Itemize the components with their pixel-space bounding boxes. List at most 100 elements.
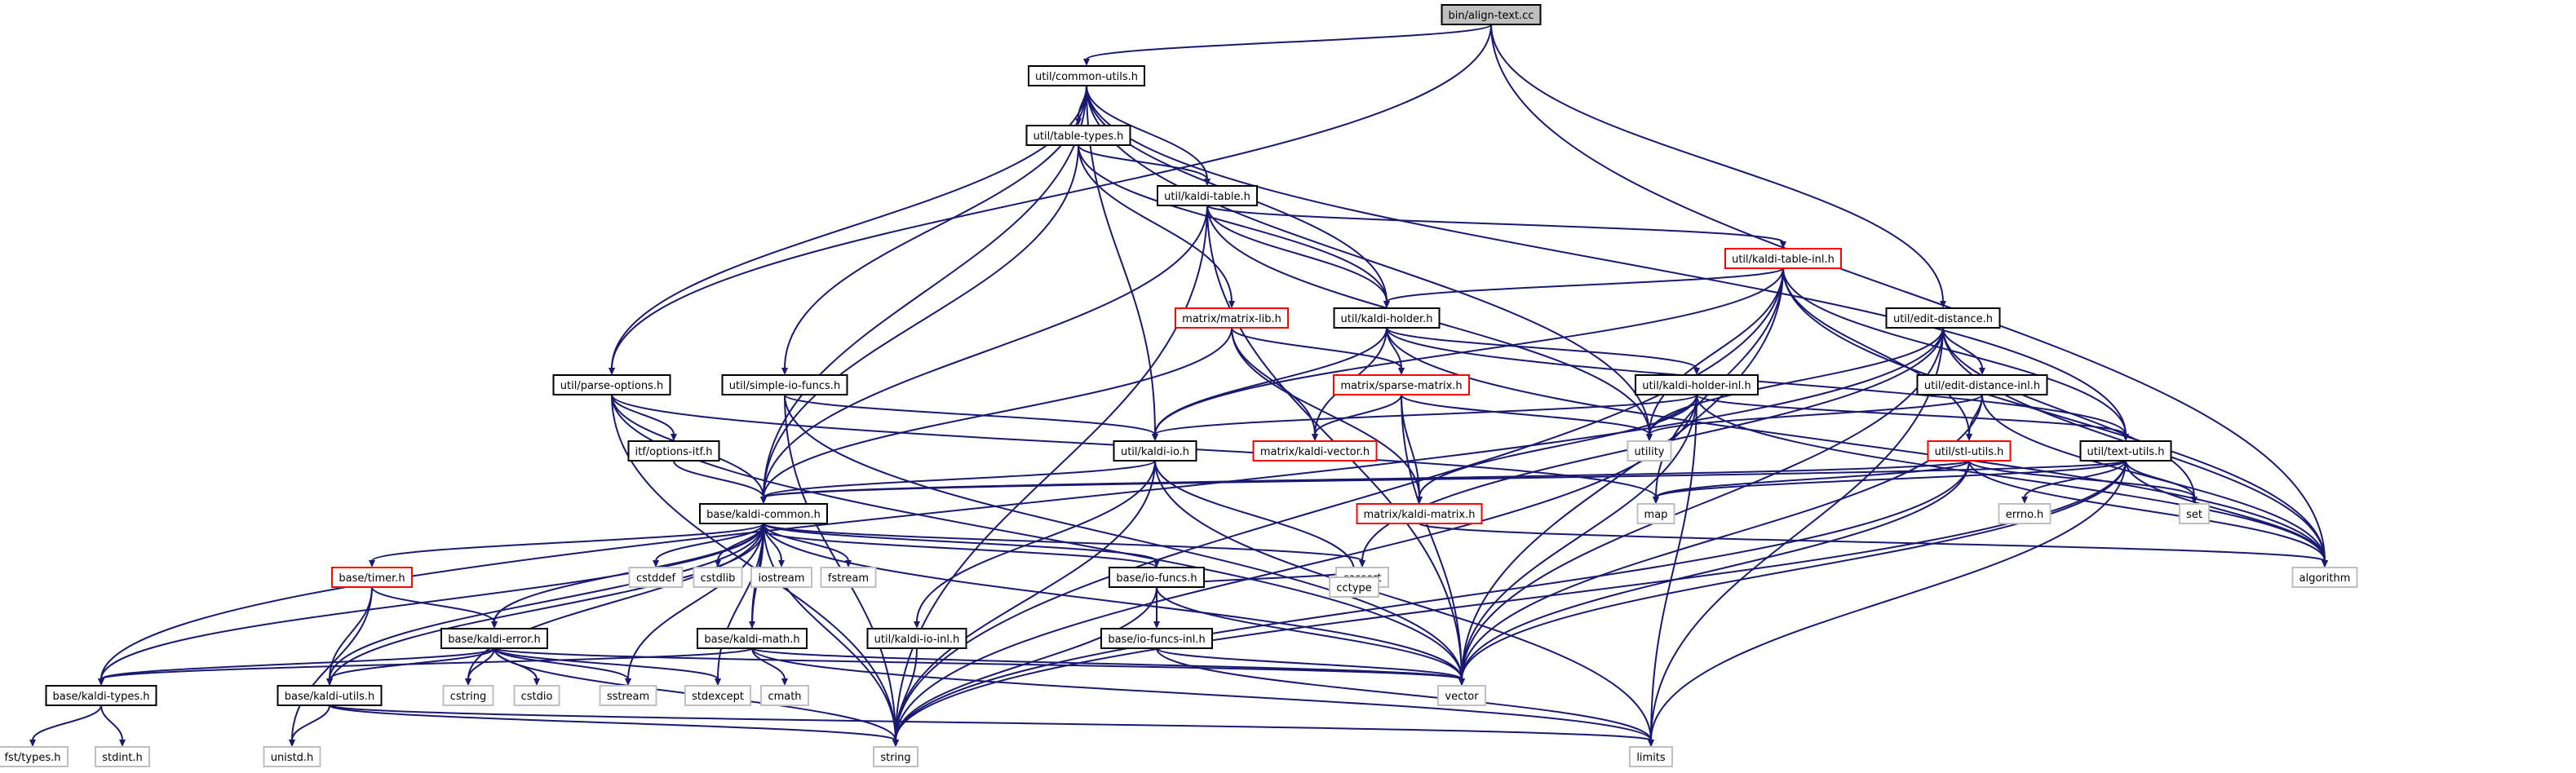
arrowhead (533, 678, 540, 686)
node-label: stdexcept (692, 691, 744, 703)
node-holder-inl[interactable]: util/kaldi-holder-inl.h (1635, 374, 1759, 395)
arrowhead (1693, 368, 1700, 375)
edge-align-to-edit_distance (1490, 24, 1946, 308)
node-edit-inl[interactable]: util/edit-distance-inl.h (1916, 374, 2048, 395)
node-label: base/io-funcs-inl.h (1108, 634, 1205, 646)
node-timer[interactable]: base/timer.h (331, 567, 413, 588)
node-label: base/kaldi-common.h (706, 509, 821, 521)
arrowhead (760, 497, 767, 504)
arrowhead (760, 523, 767, 531)
edge-kaldi_utils-to-unistd (289, 705, 330, 747)
node-text-utils[interactable]: util/text-utils.h (2079, 440, 2172, 462)
node-string: string (873, 746, 918, 767)
edge-line (1386, 327, 1697, 369)
node-label: bin/align-text.cc (1449, 10, 1534, 22)
node-edit-distance[interactable]: util/edit-distance.h (1885, 307, 2001, 329)
edge-kaldi_math-to-kaldi_types (98, 647, 753, 686)
node-label: sstream (607, 691, 649, 703)
node-simple-io[interactable]: util/simple-io-funcs.h (721, 374, 848, 395)
node-label: base/io-funcs.h (1116, 572, 1197, 585)
node-box (1025, 125, 1131, 146)
edge-line (1419, 394, 1697, 498)
node-parse-options[interactable]: util/parse-options.h (552, 374, 671, 395)
arrowhead (778, 560, 785, 568)
node-kaldi-matrix[interactable]: matrix/kaldi-matrix.h (1356, 503, 1483, 524)
edge-line (1154, 267, 1784, 435)
arrowhead (1398, 368, 1405, 375)
node-box (1333, 374, 1470, 395)
node-kaldi-utils[interactable]: base/kaldi-utils.h (277, 685, 383, 706)
arrowhead (781, 678, 788, 686)
node-kaldi-table[interactable]: util/kaldi-table.h (1157, 185, 1258, 206)
node-map: map (1636, 503, 1675, 524)
node-box (277, 685, 383, 706)
edge-text_utils-to-limits (1648, 460, 2127, 747)
edge-kaldi_matrix-to-algorithm (1419, 523, 2328, 568)
node-box (1437, 685, 1486, 706)
node-label: unistd.h (271, 752, 314, 764)
node-box (1113, 440, 1197, 462)
edge-line (329, 705, 896, 741)
edge-kaldi_common-to-stdexcept (715, 523, 764, 686)
edge-line (371, 523, 764, 562)
edge-line (1461, 394, 1697, 680)
edge-line (100, 647, 753, 680)
node-label: utility (1635, 446, 1665, 458)
edge-kaldi_utils-to-kaldi_common (329, 523, 767, 687)
node-box (1329, 576, 1379, 598)
edge-line (1156, 647, 1652, 741)
edge-line (329, 523, 764, 680)
edge-line (1490, 24, 1944, 303)
node-label: set (2186, 509, 2202, 521)
arrowhead (1312, 434, 1318, 441)
node-box (95, 746, 150, 767)
node-common-utils[interactable]: util/common-utils.h (1028, 65, 1145, 86)
node-table-types[interactable]: util/table-types.h (1025, 125, 1131, 146)
node-fst-types: fst/types.h (0, 746, 69, 767)
node-box (2291, 567, 2358, 588)
node-kaldi-table-inl[interactable]: util/kaldi-table-inl.h (1724, 248, 1842, 269)
node-io-funcs[interactable]: base/io-funcs.h (1109, 567, 1205, 588)
node-label: util/edit-distance-inl.h (1924, 380, 2040, 392)
node-label: matrix/sparse-matrix.h (1340, 380, 1462, 392)
node-box (599, 685, 657, 706)
edge-line (895, 460, 2127, 741)
node-options-itf[interactable]: itf/options-itf.h (627, 440, 720, 462)
node-kaldi-io-inl[interactable]: util/kaldi-io-inl.h (866, 628, 967, 649)
edge-kaldi_math-to-cmath (751, 647, 788, 686)
edge-line (895, 460, 1156, 741)
edge-line (329, 529, 764, 687)
node-kaldi-types[interactable]: base/kaldi-types.h (45, 685, 157, 706)
node-box (0, 746, 69, 767)
node-stl-utils[interactable]: util/stl-utils.h (1927, 440, 2012, 462)
edge-stl_utils-to-vector (1458, 460, 1970, 686)
node-kaldi-common[interactable]: base/kaldi-common.h (699, 503, 828, 524)
node-label: algorithm (2299, 572, 2351, 585)
node-align[interactable]: bin/align-text.cc (1441, 4, 1542, 25)
node-box (1100, 628, 1213, 649)
node-sparse-matrix[interactable]: matrix/sparse-matrix.h (1333, 374, 1470, 395)
edge-line (763, 460, 1156, 498)
node-kaldi-vector[interactable]: matrix/kaldi-vector.h (1252, 440, 1378, 462)
node-io-funcs-inl[interactable]: base/io-funcs-inl.h (1100, 628, 1213, 649)
edge-holder_inl-to-text_utils (1696, 394, 2129, 441)
node-box (721, 374, 848, 395)
edge-kaldi_types-to-stdint (100, 705, 126, 747)
node-errno: errno.h (1998, 503, 2052, 524)
edge-line (1206, 205, 1784, 243)
node-kaldi-math[interactable]: base/kaldi-math.h (697, 628, 808, 649)
node-label: util/table-types.h (1033, 130, 1124, 143)
node-matrix-lib[interactable]: matrix/matrix-lib.h (1175, 307, 1289, 329)
node-kaldi-holder[interactable]: util/kaldi-holder.h (1333, 307, 1441, 329)
node-kaldi-error[interactable]: base/kaldi-error.h (440, 628, 548, 649)
node-box (442, 685, 494, 706)
node-label: cstring (450, 691, 486, 703)
edge-text_utils-to-errno (2021, 460, 2127, 504)
arrowhead (1153, 560, 1160, 568)
edge-line (1782, 267, 2326, 562)
edge-line (763, 327, 1233, 498)
node-kaldi-io[interactable]: util/kaldi-io.h (1113, 440, 1197, 462)
edge-line (763, 144, 1079, 498)
edge-line (1968, 460, 2326, 562)
